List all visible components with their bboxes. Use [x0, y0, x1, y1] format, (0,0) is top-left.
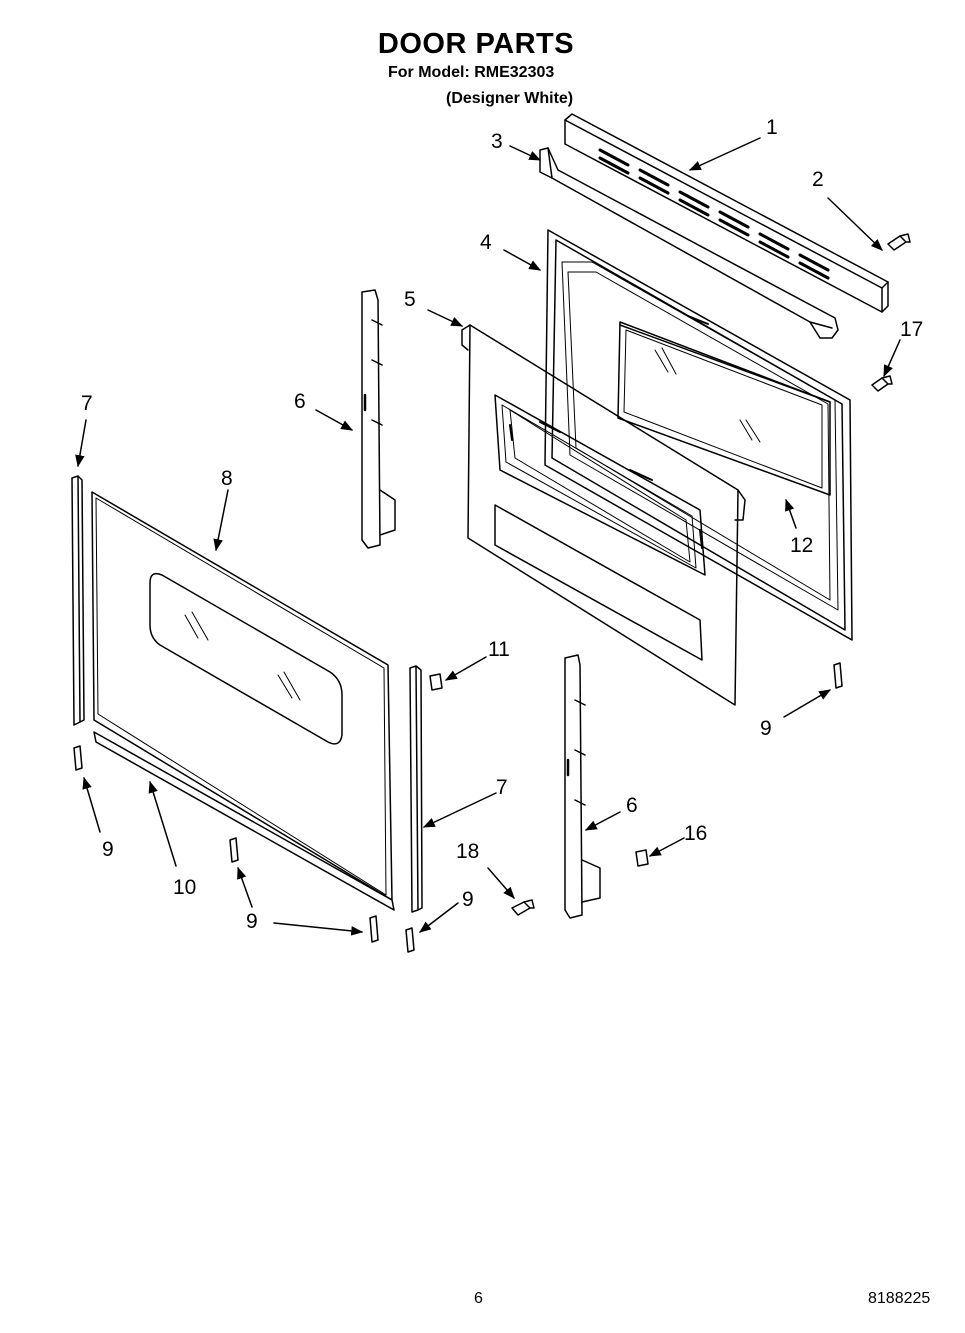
part-5-door-liner	[461, 324, 746, 706]
callout-17: 17	[900, 318, 923, 341]
part-9-screw	[73, 662, 843, 953]
callout-7-right: 7	[496, 776, 508, 799]
part-8-outer-door-glass	[91, 491, 393, 901]
callout-3: 3	[491, 130, 503, 153]
variant-label: (Designer White)	[446, 90, 574, 107]
callout-18: 18	[456, 840, 479, 863]
part-2-screw	[887, 233, 911, 251]
part-11-clip	[429, 673, 443, 691]
document-number: 8188225	[868, 1290, 931, 1307]
model-label: For Model: RME32303	[388, 64, 555, 81]
callout-11: 11	[488, 638, 510, 661]
callout-6-left: 6	[294, 390, 306, 413]
callout-16: 16	[684, 822, 707, 845]
page-number: 6	[474, 1290, 483, 1307]
callout-9-a: 9	[102, 838, 114, 861]
part-3-trim-bracket	[539, 147, 839, 339]
callout-8: 8	[221, 467, 233, 490]
part-6-hinge-left	[361, 289, 396, 549]
part-16-clip	[635, 849, 649, 867]
callout-9-b: 9	[246, 910, 258, 933]
callout-2: 2	[812, 168, 824, 191]
callout-6-right: 6	[626, 794, 638, 817]
callout-12: 12	[790, 534, 813, 557]
part-6-hinge-right	[564, 654, 601, 919]
part-7-side-trim-left	[71, 475, 85, 726]
part-1-vent-trim	[564, 113, 889, 313]
callout-1: 1	[766, 116, 778, 139]
callout-10: 10	[173, 876, 196, 899]
part-4-inner-door-panel	[544, 229, 853, 641]
part-18-screw	[511, 899, 535, 916]
page-title: DOOR PARTS	[377, 28, 575, 60]
part-12-window-glass	[619, 324, 831, 403]
callout-5: 5	[404, 288, 416, 311]
callout-4: 4	[480, 231, 492, 254]
part-17-screw	[871, 375, 893, 392]
callout-9-d: 9	[760, 717, 772, 740]
callout-7-left: 7	[81, 392, 93, 415]
part-10-bottom-trim	[93, 731, 395, 911]
part-7-side-trim-right	[409, 665, 423, 913]
leader-arrows	[75, 137, 901, 936]
callout-9-c: 9	[462, 888, 474, 911]
